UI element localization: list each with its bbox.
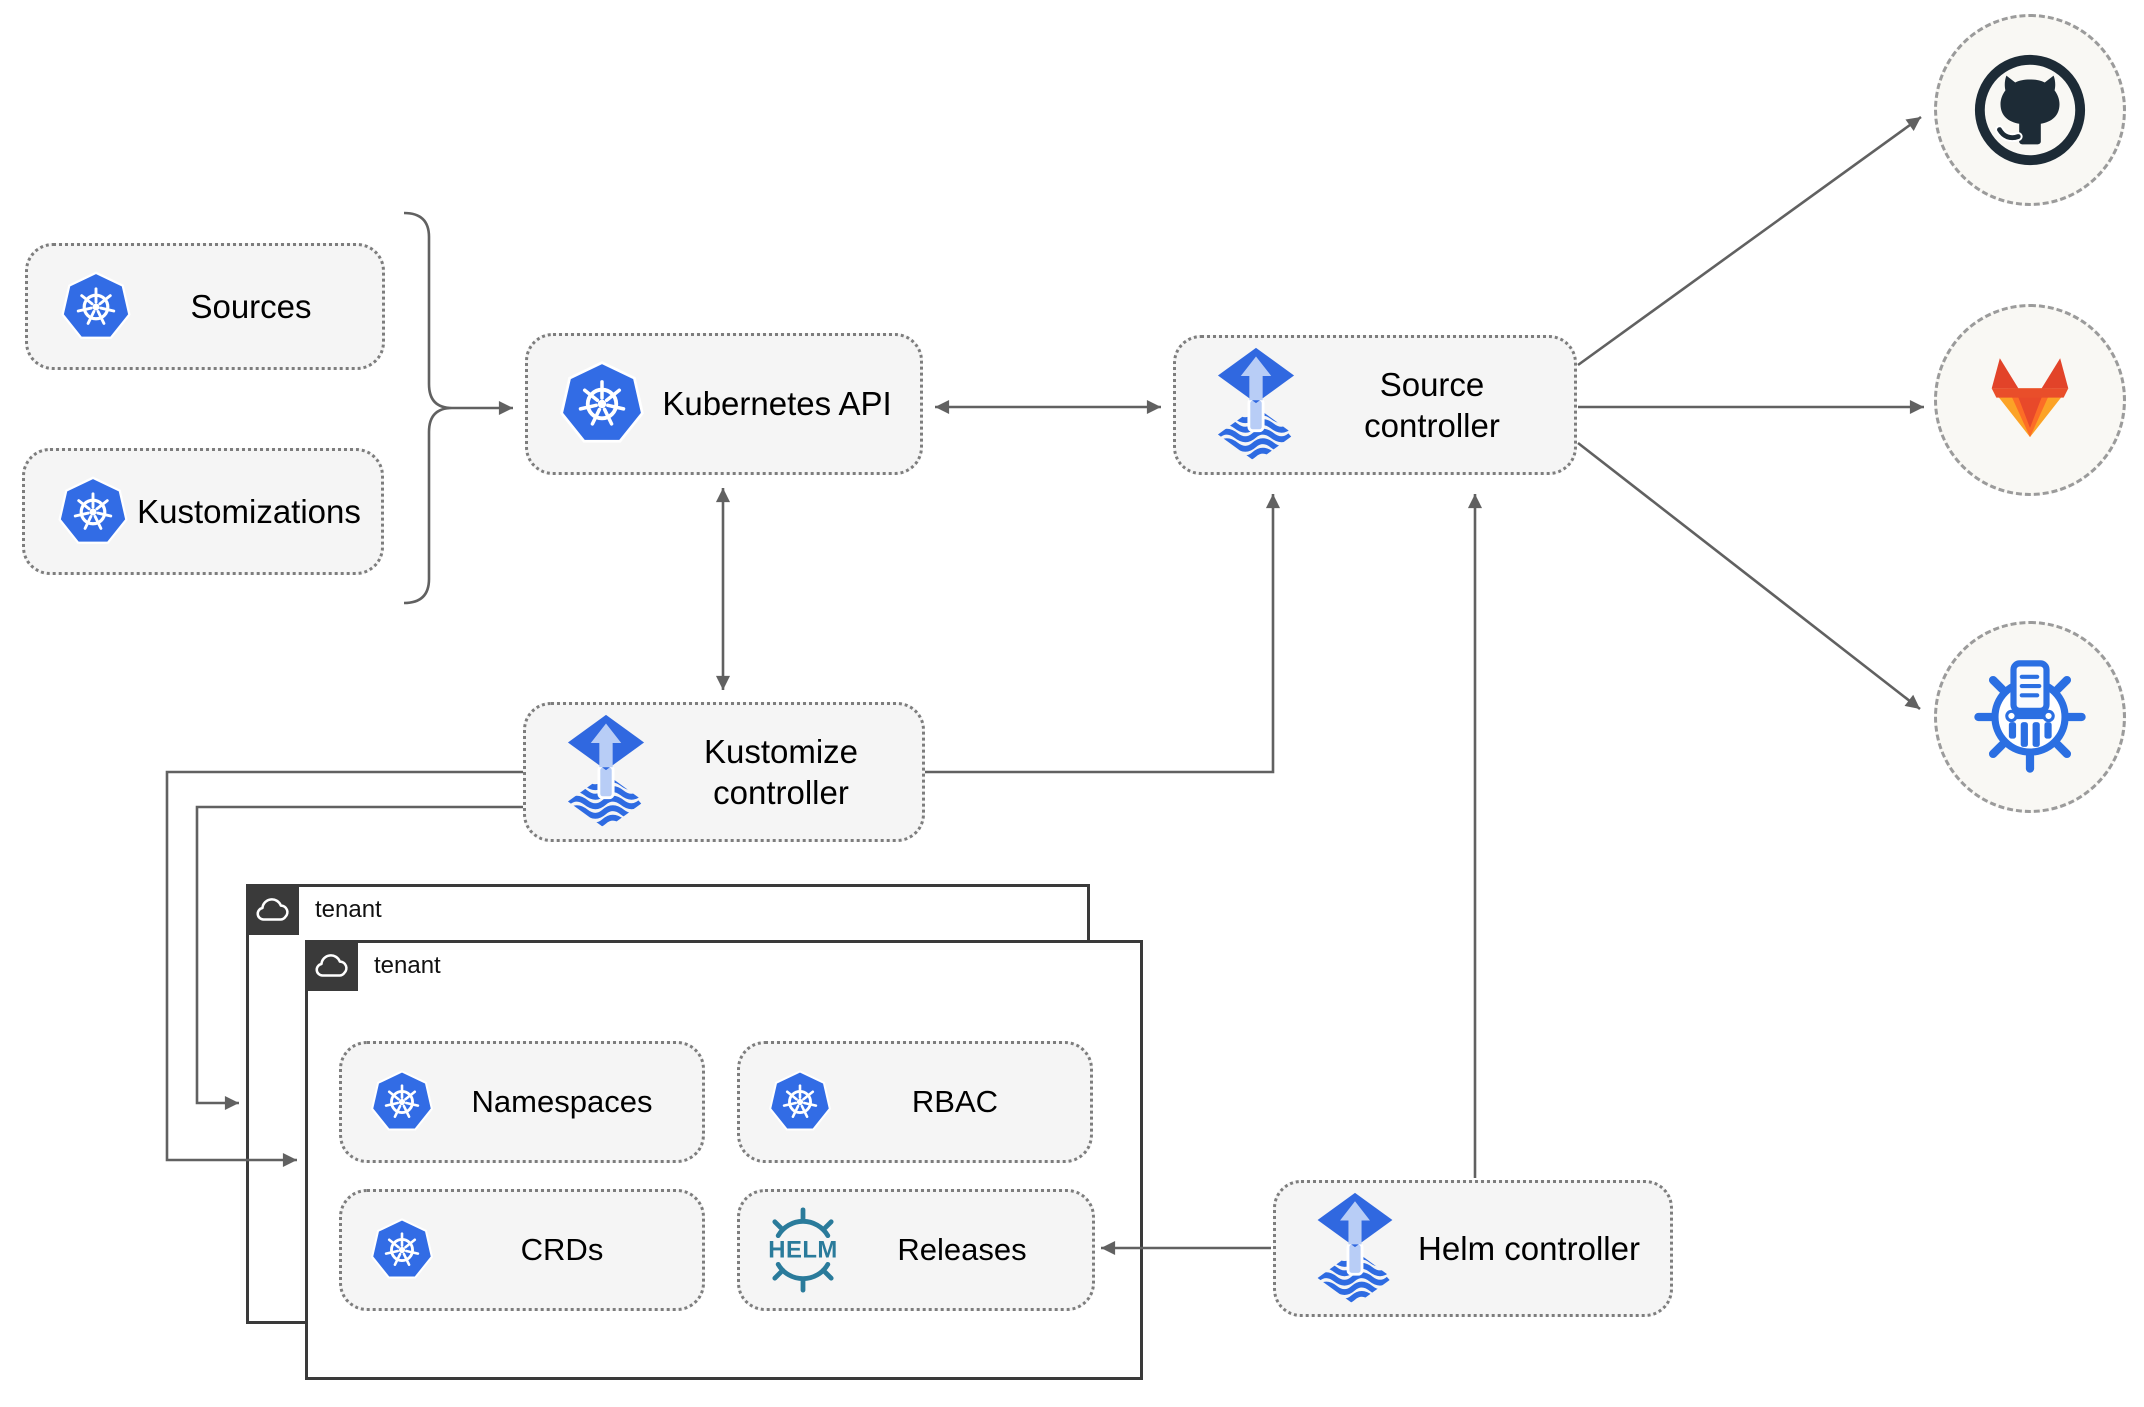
tenant-group-front: tenant Namespaces RBAC CRDs HELM Release…	[305, 940, 1143, 1380]
kustomizations-node: Kustomizations	[22, 448, 384, 575]
node-label: CRDs	[520, 1231, 604, 1267]
node-label: Helm controller	[1418, 1229, 1640, 1267]
kubernetes-icon	[58, 475, 128, 544]
github-endpoint	[1934, 14, 2126, 206]
tenant-label: tenant	[315, 896, 382, 923]
cloud-icon	[305, 940, 358, 991]
node-label: Namespaces	[471, 1083, 653, 1119]
kubernetes-icon	[370, 1069, 434, 1131]
node-label: RBAC	[911, 1083, 999, 1119]
kubernetes-icon	[370, 1217, 434, 1279]
node-label: Kustomizations	[137, 492, 361, 530]
node-label: Kubernetes API	[662, 385, 892, 423]
namespaces-node: Namespaces	[339, 1041, 705, 1163]
kubernetes-icon	[768, 1069, 832, 1131]
helm-logo-text: HELM	[768, 1237, 838, 1264]
cloud-icon	[246, 884, 299, 935]
github-icon	[1974, 54, 2086, 166]
node-label: Source controller	[1364, 365, 1500, 444]
helm-controller-node: Helm controller	[1273, 1180, 1673, 1317]
source-controller-node: Source controller	[1173, 335, 1577, 475]
gitlab-icon	[1991, 358, 2069, 438]
node-label: Kustomize controller	[703, 732, 859, 811]
edge-kustomize-to-source-controller	[925, 494, 1281, 774]
node-label: Sources	[190, 287, 312, 325]
tenant-label: tenant	[374, 952, 441, 979]
flux-icon	[558, 713, 654, 831]
edge-source-to-chartmuseum	[1577, 441, 1921, 711]
gitlab-endpoint	[1934, 304, 2126, 496]
kubernetes-api-node: Kubernetes API	[525, 333, 923, 475]
kustomize-controller-node: Kustomize controller	[523, 702, 925, 842]
sources-node: Sources	[25, 243, 385, 370]
chartmuseum-endpoint	[1934, 621, 2126, 813]
releases-node: HELM Releases	[737, 1189, 1095, 1311]
node-label: Releases	[897, 1231, 1027, 1267]
chartmuseum-icon	[1974, 660, 2086, 773]
kubernetes-icon	[559, 360, 645, 444]
flux-icon	[1308, 1191, 1402, 1307]
crds-node: CRDs	[339, 1189, 705, 1311]
kubernetes-icon	[61, 270, 131, 339]
flux-icon	[1208, 346, 1304, 464]
helm-icon: HELM	[768, 1207, 838, 1293]
brace-sources-kustomizations	[403, 211, 453, 605]
rbac-node: RBAC	[737, 1041, 1093, 1163]
edge-source-to-github	[1577, 115, 1922, 367]
